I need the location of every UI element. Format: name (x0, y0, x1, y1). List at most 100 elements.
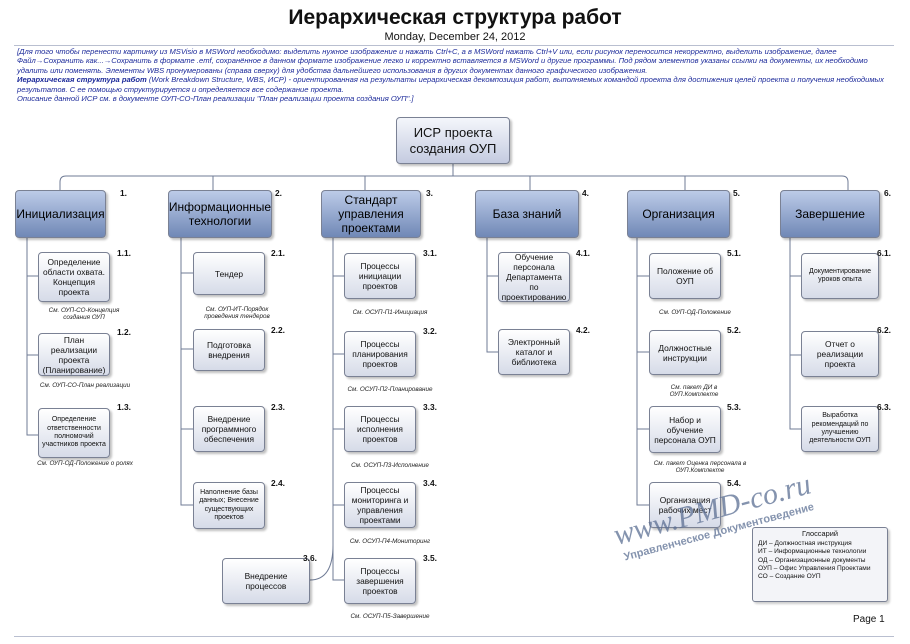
task-3-3-number: 3.3. (423, 402, 437, 412)
task-3-1-number: 3.1. (423, 248, 437, 258)
glossary-line: ОУП – Офис Управления Проектами (758, 564, 871, 572)
task-4-2-label: Электронный каталог и библиотека (507, 337, 561, 367)
intro-line-3: Описание данной ИСР см. в документе ОУП-… (17, 94, 414, 104)
task-5-4-label: Организация рабочих мест (658, 495, 712, 515)
branch-1-node: Инициализация (15, 190, 106, 238)
branch-4-label: База знаний (492, 207, 562, 221)
task-3-2-node: Процессы планирования проектов (344, 331, 416, 377)
page-title: Иерархическая структура работ (288, 6, 622, 29)
task-5-1-number: 5.1. (727, 248, 741, 258)
task-4-2-node: Электронный каталог и библиотека (498, 329, 570, 375)
intro-definition: (Work Breakdown Structure, WBS, ИСР) - о… (17, 75, 884, 94)
task-5-3-number: 5.3. (727, 402, 741, 412)
task-3-5-label: Процессы завершения проектов (356, 566, 404, 596)
task-3-6-label: Внедрение процессов (244, 571, 288, 591)
task-6-3-label: Выработка рекомендаций по улучшению деят… (809, 412, 871, 445)
glossary-line: СО – Создание ОУП (758, 573, 821, 581)
glossary-line: ОД – Организационные документы (758, 556, 866, 564)
task-3-5-number: 3.5. (423, 553, 437, 563)
task-2-1-label: Тендер (214, 268, 244, 279)
task-2-4-node: Наполнение базы данных; Внесение существ… (193, 482, 265, 529)
glossary-line: ДИ – Должностная инструкция (758, 540, 852, 548)
task-6-1-label: Документирование уроков опыта (809, 267, 871, 283)
task-3-5-reference: См. ОСУП-П5-Завершение (350, 613, 430, 620)
branch-3-label: Стандарт управления проектами (338, 193, 404, 235)
task-5-1-label: Положение об ОУП (656, 266, 714, 286)
task-1-1-label: Определение области охвата. Концепция пр… (43, 257, 105, 297)
task-1-3-number: 1.3. (117, 402, 131, 412)
branch-6-node: Завершение (780, 190, 880, 238)
task-1-1-number: 1.1. (117, 248, 131, 258)
task-3-2-reference: См. ОСУП-П2-Планирование (347, 386, 433, 393)
task-2-4-number: 2.4. (271, 478, 285, 488)
task-5-2-number: 5.2. (727, 325, 741, 335)
intro-line-1: [Для того чтобы перенести картинку из MS… (17, 47, 868, 75)
task-5-4-number: 5.4. (727, 478, 741, 488)
page-date: Monday, December 24, 2012 (384, 31, 526, 43)
task-3-4-node: Процессы мониторинга и управления проект… (344, 482, 416, 528)
task-1-2-node: План реализации проекта (Планирование) (38, 333, 110, 376)
wbs-root-label: ИСР проекта создания ОУП (409, 124, 497, 156)
task-3-3-label: Процессы исполнения проектов (357, 414, 403, 444)
intro-text: [Для того чтобы перенести картинку из MS… (17, 47, 897, 103)
task-2-1-number: 2.1. (271, 248, 285, 258)
wbs-root-node: ИСР проекта создания ОУП (396, 117, 510, 164)
task-2-2-label: Подготовка внедрения (206, 340, 252, 360)
task-1-2-reference: См. ОУП-СО-План реализации (39, 382, 131, 389)
glossary-title: Глоссарий (802, 529, 838, 538)
task-3-4-reference: См. ОСУП-П4-Мониторинг (349, 538, 431, 545)
task-1-1-node: Определение области охвата. Концепция пр… (38, 252, 110, 302)
task-5-3-node: Набор и обучение персонала ОУП (649, 406, 721, 453)
task-3-3-node: Процессы исполнения проектов (344, 406, 416, 452)
task-5-2-label: Должностные инструкции (658, 342, 712, 363)
task-3-3-reference: См. ОСУП-П3-Исполнение (351, 462, 429, 469)
task-6-3-node: Выработка рекомендаций по улучшению деят… (801, 406, 879, 452)
task-3-6-number: 3.6. (303, 553, 317, 563)
task-6-1-node: Документирование уроков опыта (801, 253, 879, 299)
task-3-4-label: Процессы мониторинга и управления проект… (351, 485, 409, 525)
task-3-1-reference: См. ОСУП-П1-Инициация (352, 309, 428, 316)
branch-5-label: Организация (642, 207, 715, 221)
task-5-3-reference: См. пакет Оценка персонала в ОУП.Комплек… (653, 460, 747, 474)
task-2-1-reference: См. ОУП-ИТ-Порядок проведения тендеров (204, 306, 270, 320)
branch-4-number: 4. (582, 188, 589, 198)
page-number: Page 1 (853, 614, 885, 625)
intro-line-2: Иерархическая структура работ (Work Brea… (17, 75, 897, 94)
task-2-3-number: 2.3. (271, 402, 285, 412)
task-1-2-number: 1.2. (117, 327, 131, 337)
branch-6-number: 6. (884, 188, 891, 198)
task-3-1-label: Процессы инициации проектов (358, 261, 402, 291)
task-2-1-node: Тендер (193, 252, 265, 295)
branch-4-node: База знаний (475, 190, 579, 238)
glossary-box: Глоссарий ДИ – Должностная инструкция ИТ… (752, 527, 888, 602)
branch-2-number: 2. (275, 188, 282, 198)
task-2-3-label: Внедрение программного обеспечения (201, 414, 257, 444)
task-6-2-node: Отчет о реализации проекта (801, 331, 879, 377)
task-1-3-reference: См. ОУП-ОД-Положение о ролях (37, 460, 133, 467)
task-5-3-label: Набор и обучение персонала ОУП (654, 414, 716, 445)
task-4-1-number: 4.1. (576, 248, 590, 258)
task-3-2-number: 3.2. (423, 326, 437, 336)
task-1-3-node: Определение ответственности полномочий у… (38, 408, 110, 458)
task-2-2-number: 2.2. (271, 325, 285, 335)
branch-1-number: 1. (120, 188, 127, 198)
task-1-1-reference: См. ОУП-СО-Концепция создания ОУП (48, 307, 120, 321)
intro-term: Иерархическая структура работ (17, 75, 147, 85)
task-6-2-number: 6.2. (877, 325, 891, 335)
task-3-2-label: Процессы планирования проектов (352, 339, 408, 369)
task-3-6-node: Внедрение процессов (222, 558, 310, 604)
branch-2-node: Информационные технологии (168, 190, 272, 238)
top-divider (14, 45, 894, 46)
branch-5-number: 5. (733, 188, 740, 198)
branch-2-label: Информационные технологии (168, 200, 272, 228)
task-5-2-node: Должностные инструкции (649, 330, 721, 375)
task-5-1-node: Положение об ОУП (649, 253, 721, 299)
branch-1-label: Инициализация (16, 207, 105, 221)
task-4-1-node: Обучение персонала Департамента по проек… (498, 252, 570, 302)
task-5-2-reference: См. пакет ДИ в ОУП.Комплекте (669, 384, 719, 398)
glossary-line: ИТ – Информационные технологии (758, 548, 867, 556)
bottom-divider (14, 636, 894, 637)
task-6-1-number: 6.1. (877, 248, 891, 258)
task-5-4-node: Организация рабочих мест (649, 482, 721, 528)
